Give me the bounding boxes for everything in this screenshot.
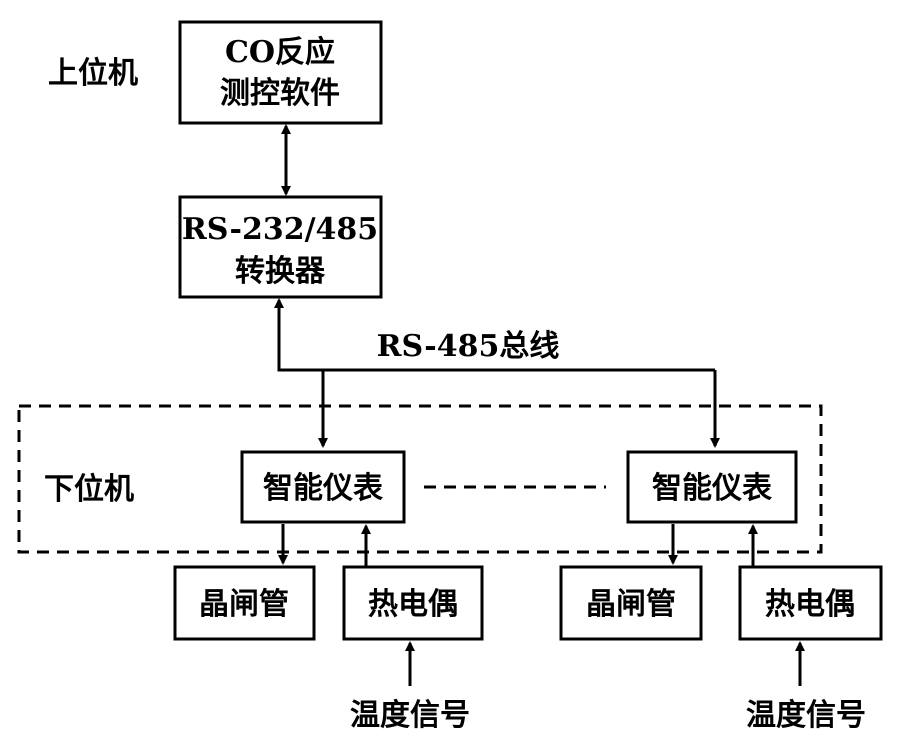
- thermocouple-box-2: [738, 565, 883, 641]
- converter-line1: RS-232/485: [182, 212, 378, 247]
- thyristor-label-2: 晶闸管: [586, 587, 676, 622]
- bus-label: RS-485总线: [377, 329, 560, 364]
- instrument-box-2: [626, 450, 798, 524]
- thyristor-box-2: [559, 565, 703, 641]
- thermocouple-box-1: [342, 565, 484, 641]
- thyristor-box-1: [173, 565, 316, 641]
- thyristor-label-1: 晶闸管: [199, 587, 289, 622]
- software-line2: 测控软件: [220, 76, 340, 111]
- instrument-box-1: [240, 450, 406, 524]
- lower-computer-region: [17, 404, 823, 554]
- temp-signal-label-2: 温度信号: [746, 698, 866, 733]
- temp-signal-label-1: 温度信号: [350, 698, 470, 733]
- software-box: [178, 20, 383, 125]
- upper-computer-label: 上位机: [48, 56, 138, 91]
- converter-line2: 转换器: [235, 254, 326, 289]
- instrument-label-2: 智能仪表: [652, 471, 772, 506]
- software-line1: CO反应: [225, 35, 335, 70]
- thermocouple-label-2: 热电偶: [765, 587, 855, 622]
- thermocouple-label-1: 热电偶: [368, 587, 458, 622]
- converter-box: [178, 195, 383, 299]
- lower-computer-label: 下位机: [44, 472, 134, 507]
- instrument-label-1: 智能仪表: [263, 471, 383, 506]
- bus-line: [274, 298, 715, 372]
